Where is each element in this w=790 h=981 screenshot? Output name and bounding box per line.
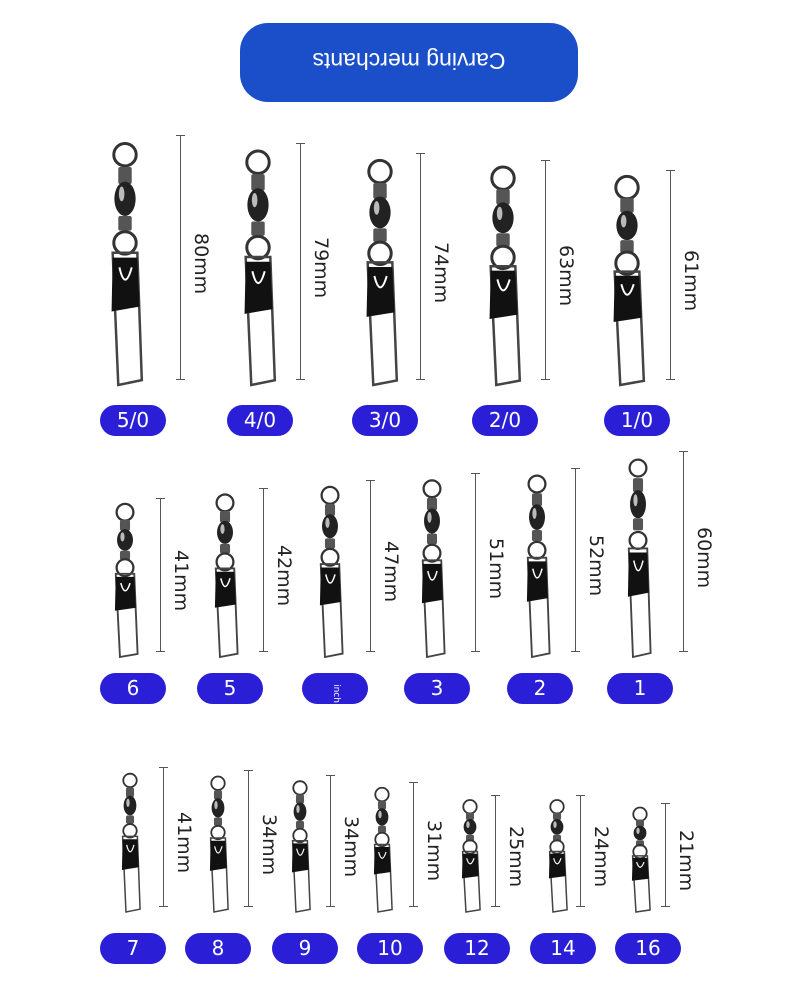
dimension-line <box>366 480 375 652</box>
length-label: 24mm <box>590 826 612 888</box>
length-label: 34mm <box>340 816 362 878</box>
size-badge: 3 <box>404 673 470 704</box>
swivel-snap-image <box>526 474 551 659</box>
size-label: 5/0 <box>116 408 150 432</box>
swivel-snap-image <box>421 479 446 659</box>
length-label: 41mm <box>173 812 195 874</box>
swivel-snap-image <box>111 142 144 387</box>
size-badge: 14 <box>530 933 596 964</box>
length-label: 61mm <box>680 250 702 312</box>
size-badge: 9 <box>272 933 338 964</box>
swivel-snap-image <box>373 786 393 913</box>
size-label: 2 <box>533 676 547 700</box>
length-label: 25mm <box>505 826 527 888</box>
length-label: 52mm <box>585 535 607 597</box>
length-label: 41mm <box>170 550 192 612</box>
length-label: 60mm <box>693 526 715 588</box>
size-label: 4/0 <box>243 408 277 432</box>
length-label: 47mm <box>380 541 402 603</box>
dimension-line <box>471 473 480 652</box>
size-label: 8 <box>211 936 225 960</box>
size-badge: 5/0 <box>100 405 166 436</box>
dimension-line <box>571 468 580 652</box>
dimension-line <box>491 795 500 907</box>
size-label: 3/0 <box>368 408 402 432</box>
size-badge: 2 <box>507 673 573 704</box>
length-label: 74mm <box>430 241 452 303</box>
swivel-snap-image <box>627 458 652 659</box>
size-label: 9 <box>298 936 312 960</box>
length-label: 51mm <box>485 537 507 599</box>
size-badge: 6 <box>100 673 166 704</box>
dimension-line <box>409 782 418 907</box>
length-label: 79mm <box>310 236 332 298</box>
size-label: 16 <box>635 936 661 960</box>
size-label: 2/0 <box>488 408 522 432</box>
swivel-snap-image <box>548 799 568 913</box>
dimension-line <box>326 775 335 907</box>
size-label: 6 <box>126 676 140 700</box>
swivel-snap-image <box>121 772 141 913</box>
dimension-line <box>416 153 425 380</box>
size-label: 12 <box>464 936 490 960</box>
dimension-line <box>176 135 185 380</box>
dimension-line <box>679 451 688 652</box>
size-label: inch <box>330 684 341 703</box>
dimension-line <box>296 143 305 380</box>
swivel-snap-image <box>291 780 311 913</box>
dimension-line <box>156 498 165 652</box>
brand-title: Carving merchants <box>312 48 506 74</box>
size-badge: 3/0 <box>352 405 418 436</box>
size-badge: 2/0 <box>472 405 538 436</box>
size-label: 10 <box>377 936 403 960</box>
size-label: 7 <box>126 936 140 960</box>
swivel-snap-image <box>214 493 239 659</box>
size-label: 1/0 <box>620 408 654 432</box>
swivel-snap-image <box>613 174 646 387</box>
length-label: 80mm <box>190 232 212 294</box>
swivel-snap-image <box>366 158 399 387</box>
swivel-snap-image <box>209 775 229 913</box>
size-label: 14 <box>550 936 576 960</box>
swivel-snap-image <box>319 485 344 659</box>
size-label: 5 <box>223 676 237 700</box>
length-label: 34mm <box>258 813 280 875</box>
swivel-snap-image <box>631 806 651 913</box>
dimension-line <box>244 770 253 907</box>
size-badge: 1 <box>607 673 673 704</box>
length-label: 42mm <box>273 545 295 607</box>
size-badge: 12 <box>444 933 510 964</box>
size-badge: 10 <box>357 933 423 964</box>
dimension-line <box>159 767 168 907</box>
length-label: 21mm <box>675 830 697 892</box>
size-badge: 7 <box>100 933 166 964</box>
size-label: 3 <box>430 676 444 700</box>
size-badge: 16 <box>615 933 681 964</box>
size-badge: inch <box>302 673 368 704</box>
swivel-snap-image <box>114 502 139 659</box>
size-badge: 1/0 <box>604 405 670 436</box>
size-badge: 4/0 <box>227 405 293 436</box>
swivel-snap-image <box>244 149 277 387</box>
dimension-line <box>259 488 268 652</box>
size-badge: 8 <box>185 933 251 964</box>
dimension-line <box>541 160 550 380</box>
swivel-snap-image <box>461 799 481 913</box>
length-label: 63mm <box>555 245 577 307</box>
dimension-line <box>661 803 670 907</box>
swivel-snap-image <box>489 165 522 387</box>
dimension-line <box>666 170 675 380</box>
size-label: 1 <box>633 676 647 700</box>
brand-banner: Carving merchants <box>240 23 578 102</box>
length-label: 31mm <box>423 819 445 881</box>
dimension-line <box>576 795 585 907</box>
size-badge: 5 <box>197 673 263 704</box>
